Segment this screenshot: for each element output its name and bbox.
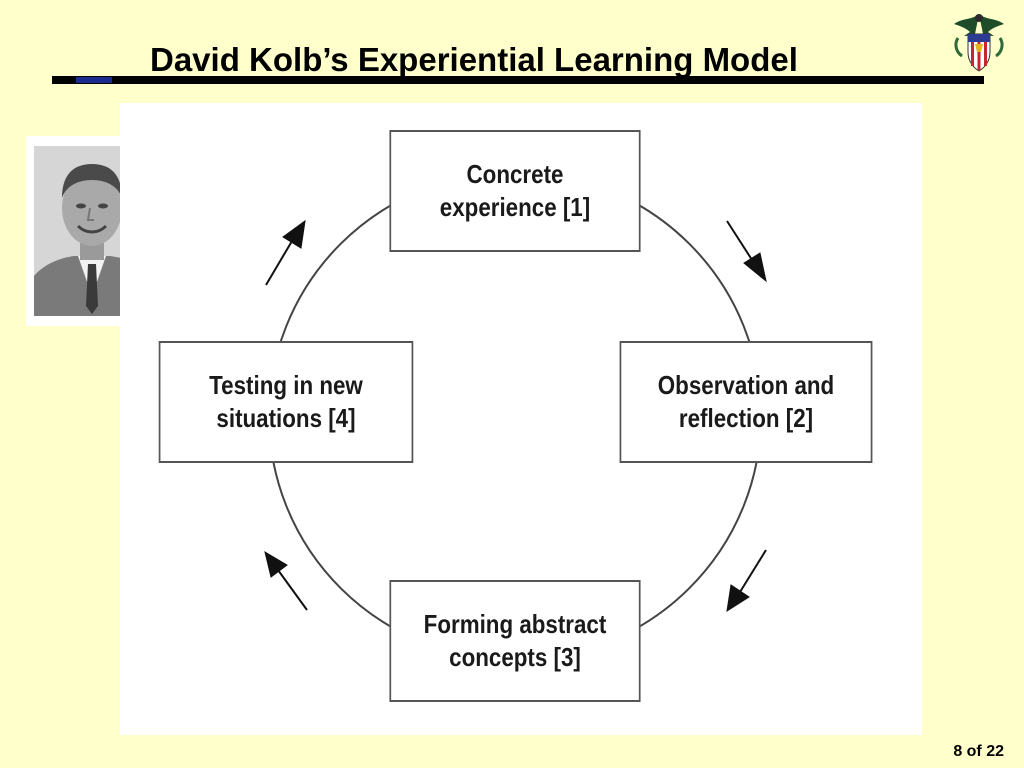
stage-testing-new-situations: Testing in new situations [4] bbox=[158, 341, 414, 463]
stage-label-line: Testing in new bbox=[209, 370, 363, 400]
crest-logo bbox=[954, 14, 1004, 72]
stage-label-line: Concrete bbox=[466, 159, 564, 189]
stage-label-line: reflection [2] bbox=[678, 403, 814, 433]
slide-title: David Kolb’s Experiential Learning Model bbox=[150, 41, 798, 78]
arrow-testing-to-experience bbox=[265, 219, 306, 286]
stage-concrete-experience: Concrete experience [1] bbox=[389, 130, 641, 252]
stage-abstract-concepts: Forming abstract concepts [3] bbox=[389, 580, 641, 702]
kolb-cycle-diagram: Concrete experience [1] Observation and … bbox=[120, 103, 922, 735]
stage-label-line: Forming abstract bbox=[423, 609, 607, 639]
stage-label-line: experience [1] bbox=[439, 192, 591, 222]
stage-label-line: situations [4] bbox=[216, 403, 356, 433]
arrow-experience-to-reflection bbox=[726, 220, 767, 283]
underline-badge bbox=[76, 77, 112, 83]
stage-label-line: Observation and bbox=[657, 370, 835, 400]
arrow-concepts-to-testing bbox=[264, 550, 308, 611]
arrow-reflection-to-concepts bbox=[726, 549, 767, 613]
page-number: 8 of 22 bbox=[953, 743, 1004, 760]
stage-observation-reflection: Observation and reflection [2] bbox=[619, 341, 873, 463]
stage-label-line: concepts [3] bbox=[449, 642, 581, 672]
title-underline bbox=[52, 76, 984, 84]
